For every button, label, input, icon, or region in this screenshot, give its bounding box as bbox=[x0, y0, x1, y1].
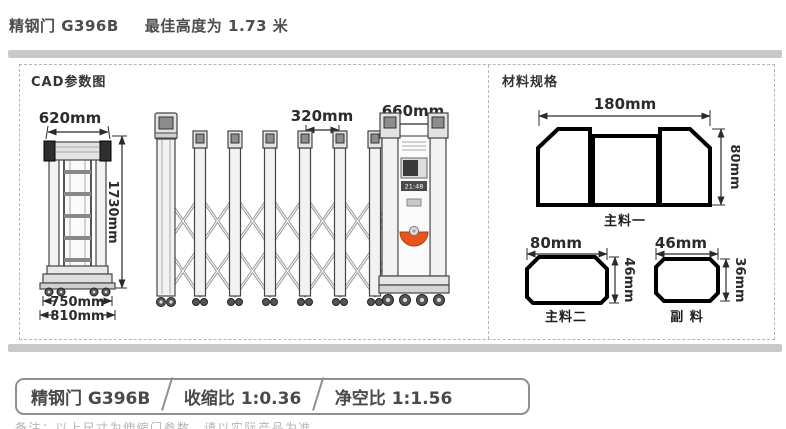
dim-620: 620mm bbox=[39, 109, 102, 127]
spec-summary-bar: 精钢门 G396B / 收缩比 1:0.36 / 净空比 1:1.56 bbox=[15, 370, 530, 417]
profile-main1-right-cell bbox=[658, 127, 712, 207]
product-model: 精钢门 G396B bbox=[9, 17, 119, 35]
orange-fan-emblem bbox=[399, 231, 429, 247]
profile-main1-middle-cell bbox=[591, 134, 660, 207]
profile-main1-label: 主料一 bbox=[604, 213, 646, 229]
dim-1730: 1730mm bbox=[105, 180, 120, 243]
slash-divider: / bbox=[160, 370, 174, 417]
divider-bar-top bbox=[8, 50, 782, 58]
cad-section-label: CAD参数图 bbox=[31, 75, 107, 90]
dim-80w: 80mm bbox=[530, 234, 582, 252]
control-button bbox=[406, 198, 422, 207]
clock-time: 21:48 bbox=[405, 183, 424, 191]
profile-aux-drawing: 46mm 36mm 副 料 bbox=[654, 234, 747, 325]
lead-post bbox=[154, 112, 178, 307]
dim-320: 320mm bbox=[291, 107, 354, 125]
profile-main1-left-cell bbox=[536, 127, 592, 207]
side-right-post bbox=[95, 157, 107, 273]
profile-aux-label: 副 料 bbox=[670, 309, 704, 325]
shadow-bar-bottom bbox=[8, 344, 782, 352]
page-title: 精钢门 G396B 最佳高度为 1.73 米 bbox=[9, 15, 288, 36]
dim-46w: 46mm bbox=[655, 234, 707, 252]
spec-model: 精钢门 G396B bbox=[31, 389, 151, 409]
gate-side-view-drawing: 620mm 1730mm bbox=[39, 109, 127, 324]
profile-main2-shape bbox=[525, 255, 609, 305]
dim-46h: 46mm bbox=[621, 257, 636, 302]
spec-shrink-ratio: 收缩比 1:0.36 bbox=[183, 389, 302, 409]
profile-aux-shape bbox=[654, 257, 720, 303]
dim-80h: 80mm bbox=[727, 144, 740, 189]
dim-810: 810mm bbox=[50, 309, 104, 324]
gate-front-view-drawing: 660mm 320mm bbox=[154, 104, 450, 307]
dim-750: 750mm bbox=[50, 295, 104, 310]
side-base bbox=[39, 265, 116, 297]
intermediate-posts bbox=[192, 130, 383, 306]
ladder-frame bbox=[63, 153, 92, 283]
dim-180: 180mm bbox=[594, 95, 657, 113]
profile-main2-label: 主料二 bbox=[545, 309, 587, 325]
clock-display bbox=[401, 181, 427, 191]
material-section-label: 材料规格 bbox=[502, 75, 559, 90]
spec-clearance-ratio: 净空比 1:1.56 bbox=[334, 389, 453, 409]
top-bar bbox=[43, 140, 112, 162]
profile-main2-drawing: 80mm 46mm 主料二 bbox=[525, 234, 636, 325]
profile-main1-drawing: 180mm 80mm 主料一 bbox=[536, 95, 740, 229]
dim-36h: 36mm bbox=[732, 257, 747, 302]
footnote: 备注：以上尺寸为伸缩门参数，请以实际产品为准 bbox=[15, 421, 313, 429]
optimal-height: 最佳高度为 1.73 米 bbox=[144, 17, 289, 35]
side-left-post bbox=[48, 157, 60, 273]
control-unit: 21:48 bbox=[378, 112, 450, 306]
panel-divider bbox=[488, 65, 489, 339]
slash-divider: / bbox=[311, 370, 325, 417]
